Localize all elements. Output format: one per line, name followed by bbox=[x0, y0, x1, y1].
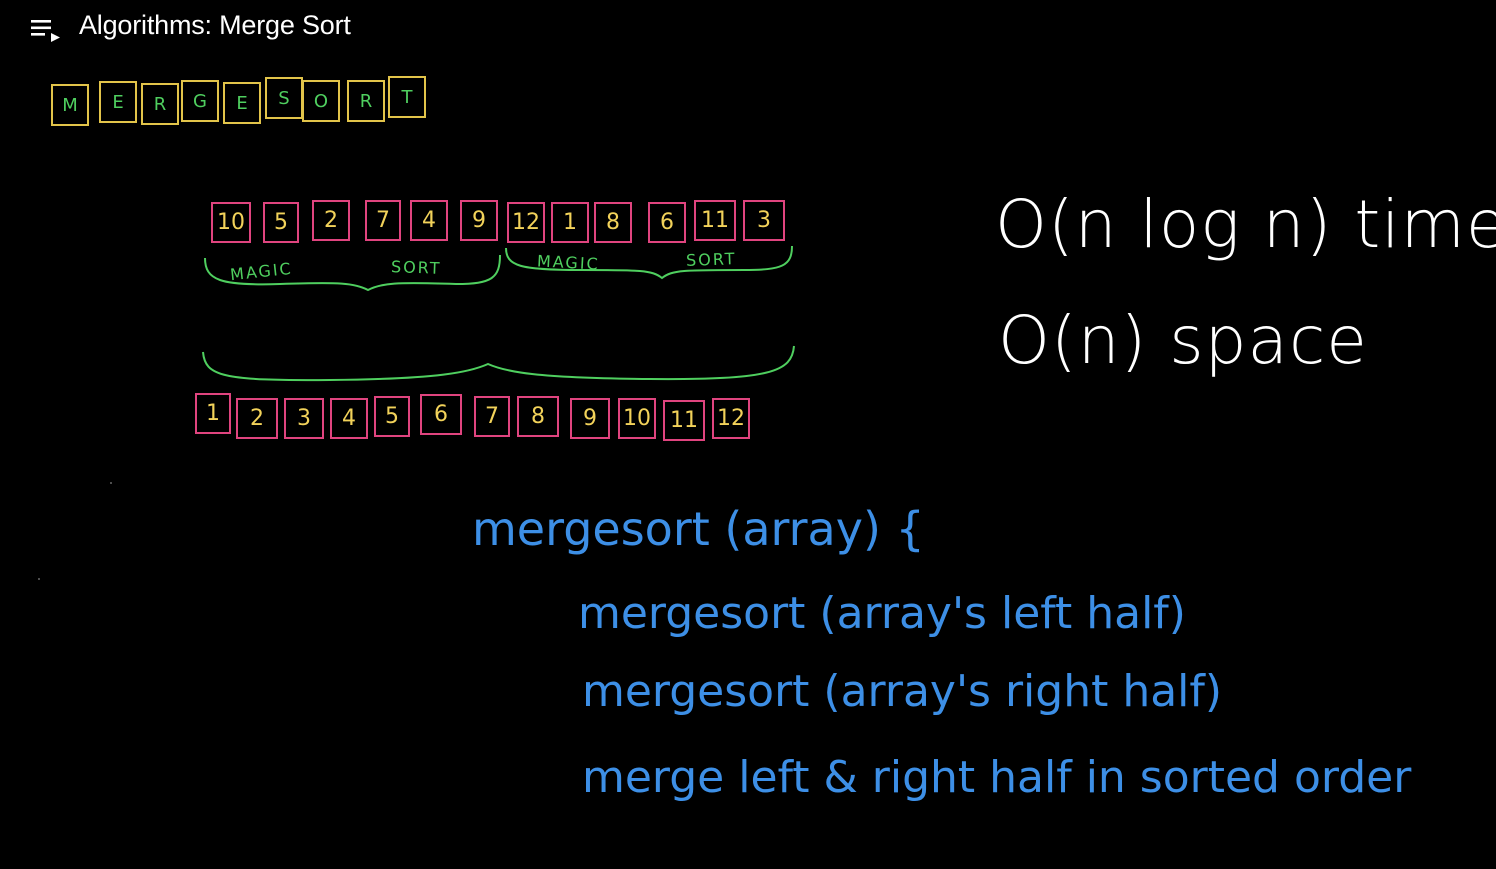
chalk-speck bbox=[110, 482, 112, 484]
array-cell: 10 bbox=[211, 202, 251, 243]
brace-label: MAGIC bbox=[536, 251, 601, 274]
word-box: O bbox=[302, 80, 340, 122]
array-cell: 2 bbox=[236, 398, 278, 439]
merge-brace bbox=[202, 345, 795, 382]
array-cell: 4 bbox=[330, 398, 368, 439]
array-cell: 7 bbox=[474, 396, 510, 437]
pseudocode-line: mergesort (array's left half) bbox=[578, 588, 1186, 639]
array-cell: 8 bbox=[517, 396, 559, 437]
brace-label: SORT bbox=[685, 249, 737, 270]
pseudocode-line: mergesort (array) { bbox=[472, 502, 925, 556]
array-cell: 1 bbox=[195, 393, 231, 434]
array-cell: 7 bbox=[365, 200, 401, 241]
array-cell: 6 bbox=[420, 394, 462, 435]
word-box: T bbox=[388, 76, 426, 118]
word-box: E bbox=[99, 81, 137, 123]
word-box: E bbox=[223, 82, 261, 124]
array-cell: 3 bbox=[743, 200, 785, 241]
array-cell: 10 bbox=[618, 398, 656, 439]
video-header: Algorithms: Merge Sort bbox=[0, 0, 1496, 56]
array-cell: 12 bbox=[712, 398, 750, 439]
array-cell: 9 bbox=[570, 398, 610, 439]
video-title[interactable]: Algorithms: Merge Sort bbox=[79, 10, 351, 40]
array-cell: 5 bbox=[374, 396, 410, 437]
word-box: M bbox=[51, 84, 89, 126]
array-cell: 12 bbox=[507, 202, 545, 243]
word-box: G bbox=[181, 80, 219, 122]
array-cell: 1 bbox=[551, 202, 589, 243]
array-cell: 11 bbox=[663, 400, 705, 441]
array-cell: 9 bbox=[460, 200, 498, 241]
array-cell: 2 bbox=[312, 200, 350, 241]
brace-label: SORT bbox=[390, 257, 442, 278]
pseudocode-line: merge left & right half in sorted order bbox=[582, 752, 1412, 803]
word-box: R bbox=[141, 83, 179, 125]
array-cell: 4 bbox=[410, 200, 448, 241]
word-box: R bbox=[347, 80, 385, 122]
playlist-icon[interactable] bbox=[31, 18, 61, 44]
right-half-brace bbox=[505, 245, 793, 280]
array-cell: 5 bbox=[263, 202, 299, 243]
array-cell: 3 bbox=[284, 398, 324, 439]
chalk-speck bbox=[38, 578, 40, 580]
time-complexity: O(n log n) time bbox=[995, 186, 1496, 263]
array-cell: 11 bbox=[694, 200, 736, 241]
space-complexity: O(n) space bbox=[998, 302, 1368, 379]
pseudocode-line: mergesort (array's right half) bbox=[582, 666, 1223, 717]
left-half-brace bbox=[204, 254, 501, 292]
array-cell: 6 bbox=[648, 202, 686, 243]
array-cell: 8 bbox=[594, 202, 632, 243]
